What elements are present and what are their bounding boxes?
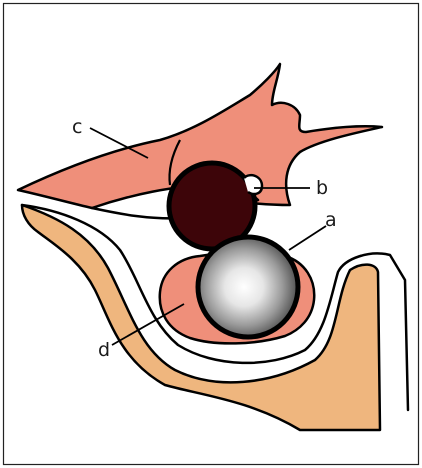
label-a: a [325, 209, 337, 231]
label-d: d [98, 339, 110, 361]
label-c: c [72, 116, 82, 138]
label-b: b [316, 177, 328, 199]
gradient-sphere [198, 237, 298, 337]
